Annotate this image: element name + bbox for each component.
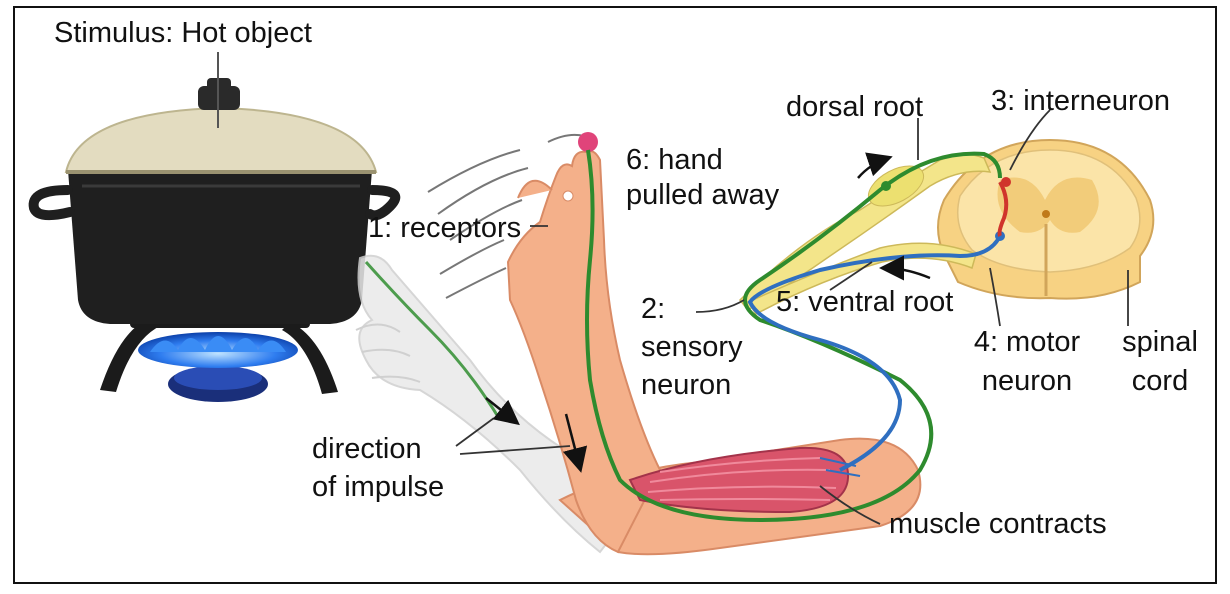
receptors-label: 1: receptors: [368, 212, 522, 244]
motor-neuron-label-line1: 4: motor: [973, 326, 1081, 358]
direction-of-impulse-label-line1: direction: [312, 433, 422, 465]
sensory-neuron-label-line2: sensory: [641, 331, 743, 363]
spinal-cord-label-line2: cord: [1131, 365, 1189, 397]
interneuron-cell-body: [1001, 177, 1011, 187]
dorsal-root-label: dorsal root: [786, 91, 924, 123]
ventral-root-label: 5: ventral root: [776, 286, 954, 318]
spinal-cord-label-line1: spinal: [1122, 326, 1198, 358]
hot-pot-icon: [28, 78, 401, 402]
sensory-neuron-label-line1: 2:: [641, 293, 666, 325]
direction-of-impulse-label-line2: of impulse: [312, 471, 445, 503]
impulse-arrows: [485, 152, 931, 473]
motion-lines: [427, 133, 585, 299]
label-pointers: [455, 109, 1129, 525]
motor-endings: [819, 457, 861, 477]
motor-neuron-label-line2: neuron: [981, 365, 1073, 397]
interneuron-path: [997, 181, 1009, 237]
sensory-neuron-label-line3: neuron: [641, 369, 732, 401]
muscle-contracts-label: muscle contracts: [889, 508, 1107, 540]
hand-pulled-away-label-line1: 6: hand: [626, 144, 723, 176]
interneuron-label: 3: interneuron: [991, 85, 1170, 117]
sensory-neuron-path: [585, 149, 1002, 523]
hand-pulled-away-label-line2: pulled away: [626, 179, 780, 211]
stimulus-label: Stimulus: Hot object: [54, 17, 312, 49]
arm-icon: [506, 132, 922, 556]
sensory-cell-body: [881, 181, 891, 191]
motor-neuron-path: [747, 235, 1002, 472]
